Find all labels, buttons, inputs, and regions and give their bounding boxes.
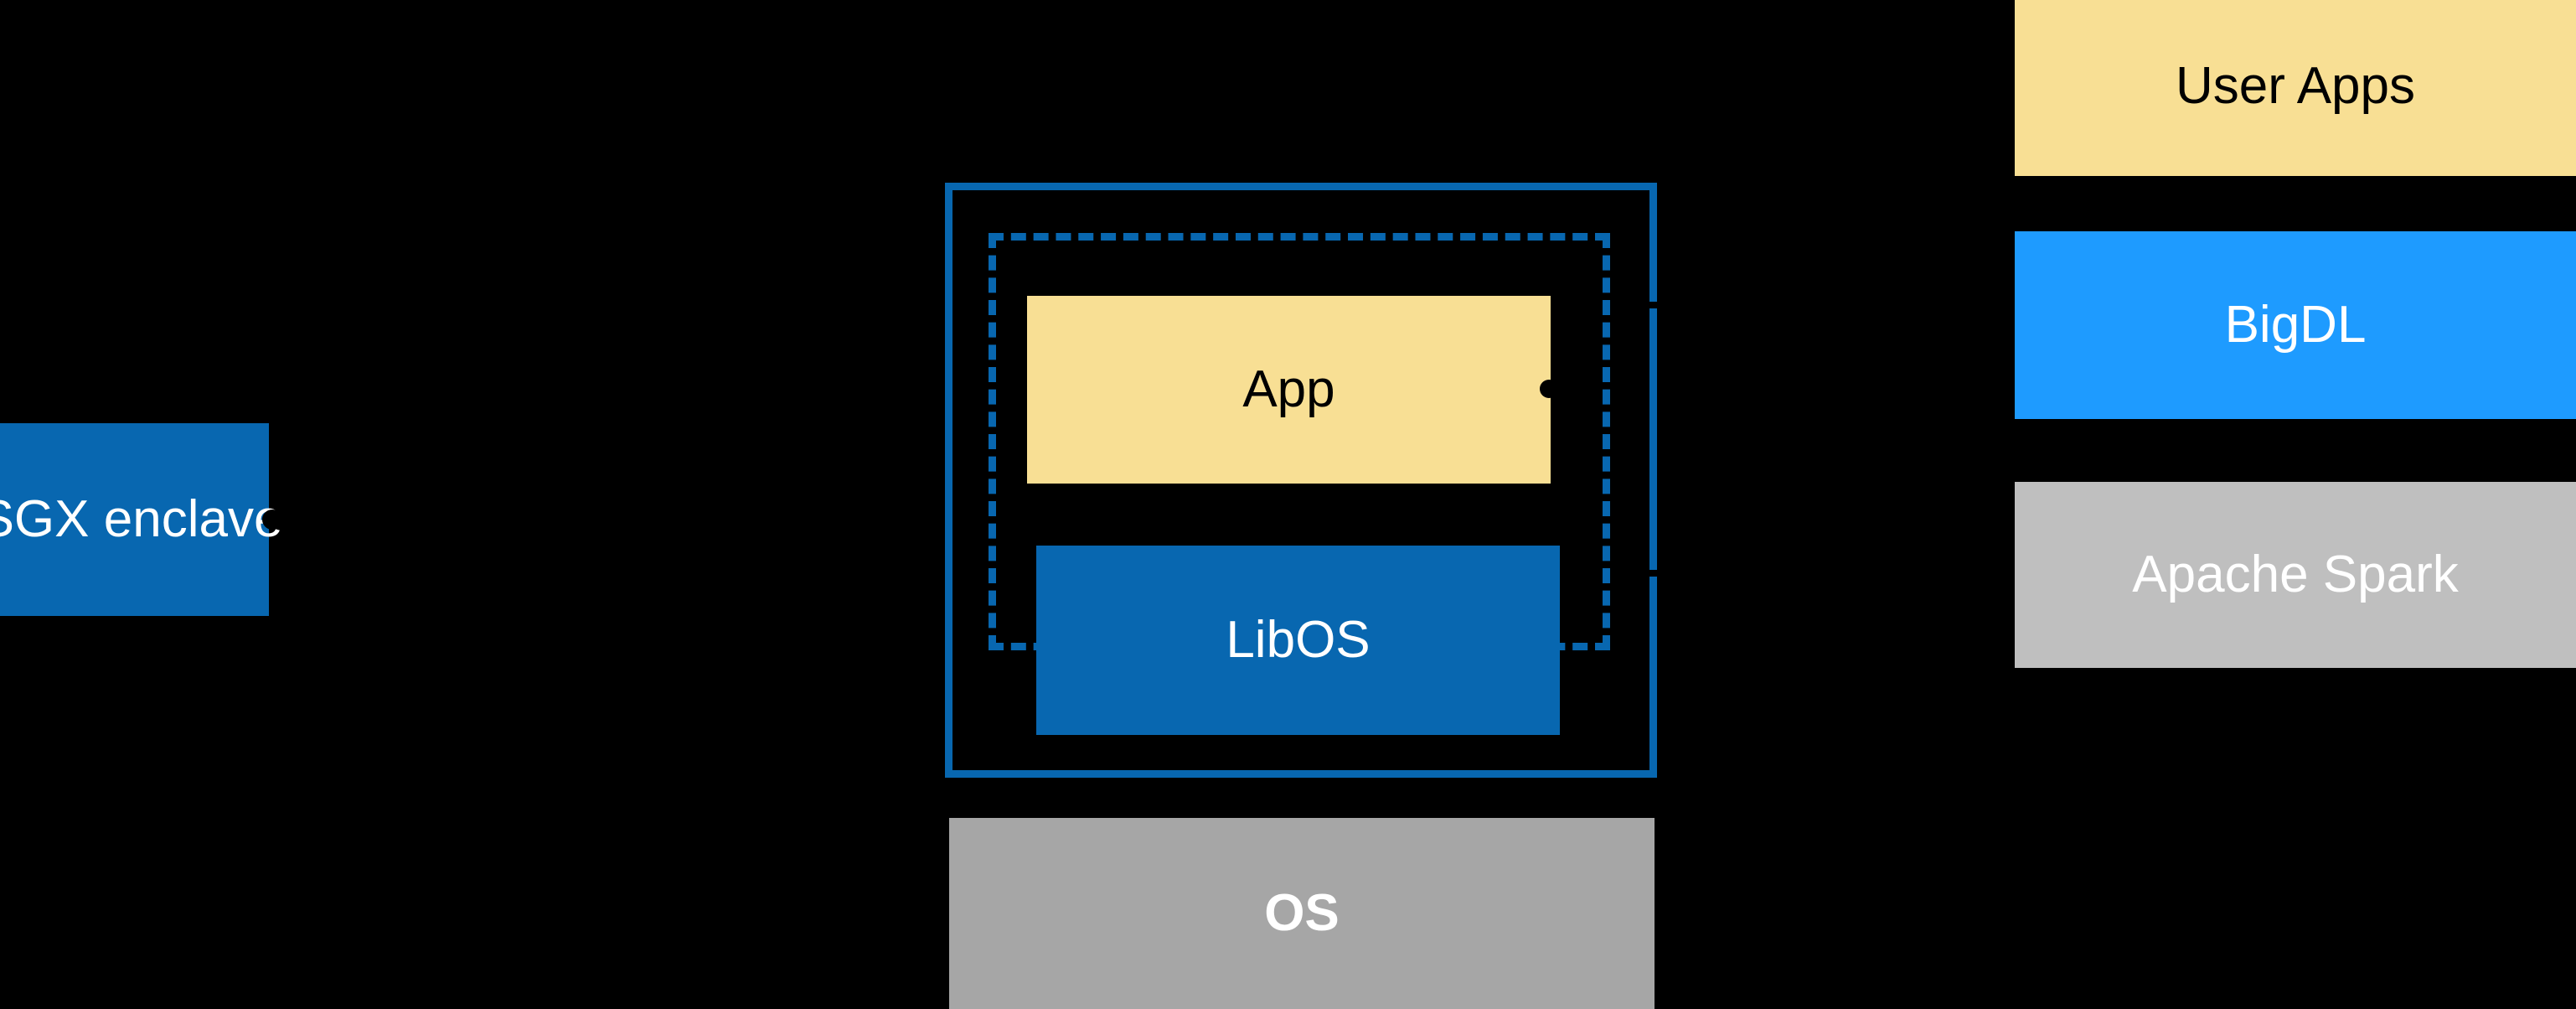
connector-sgx-to-enclave	[262, 510, 282, 530]
connector-enclave-to-spark	[1642, 570, 2019, 577]
libos-label: LibOS	[1226, 610, 1371, 669]
enclave-outer-border	[945, 183, 1657, 778]
user-apps-label: User Apps	[2175, 56, 2416, 115]
sgx-enclave-box: SGX enclave	[0, 423, 282, 616]
os-box: OS	[949, 818, 1655, 1009]
apache-spark-box: Apache Spark	[2015, 482, 2576, 668]
app-box: App	[1027, 296, 1551, 484]
connector-app-to-right-stack	[1540, 380, 1558, 398]
bigdl-box: BigDL	[2015, 231, 2576, 419]
user-apps-box: User Apps	[2015, 0, 2576, 176]
connector-enclave-to-bigdl	[1642, 302, 2019, 308]
bigdl-label: BigDL	[2224, 295, 2367, 354]
libos-box: LibOS	[1036, 546, 1560, 735]
app-label: App	[1242, 360, 1335, 418]
os-label: OS	[1264, 883, 1340, 942]
apache-spark-label: Apache Spark	[2132, 545, 2459, 603]
sgx-enclave-label: SGX enclave	[0, 489, 283, 548]
